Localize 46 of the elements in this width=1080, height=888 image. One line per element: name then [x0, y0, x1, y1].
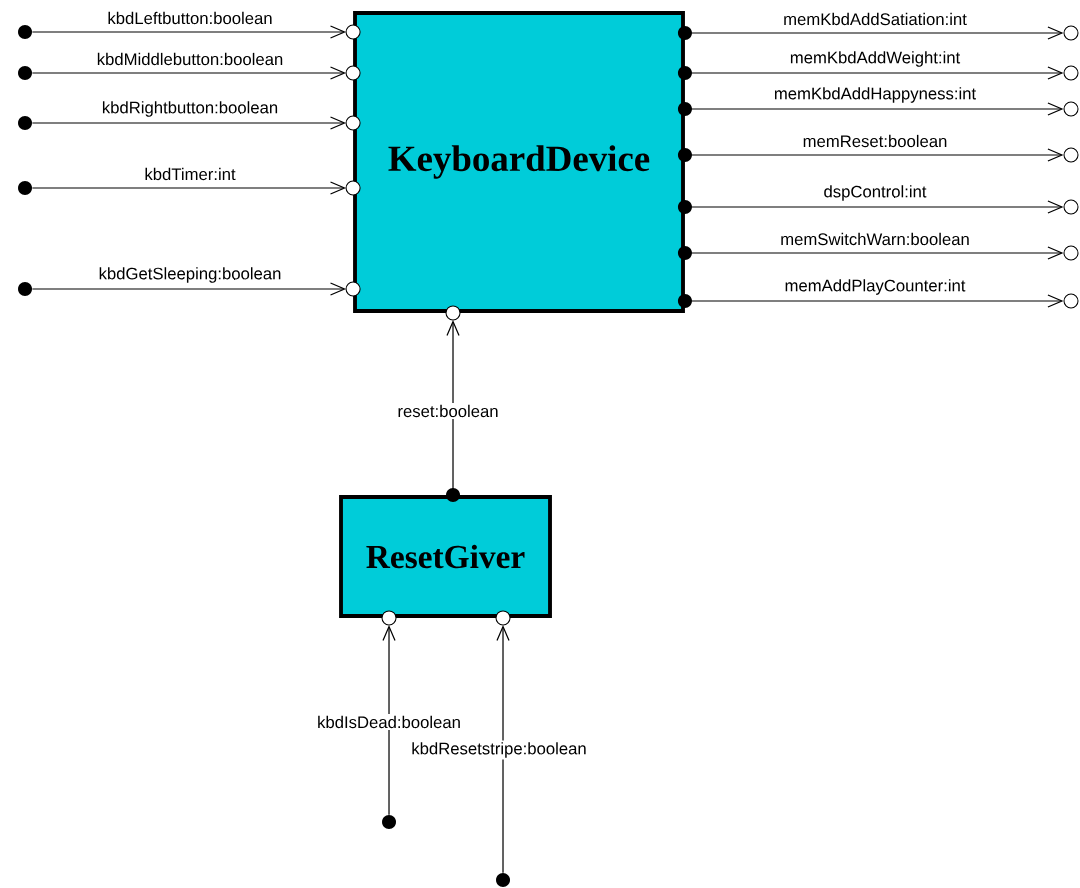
edge-label: kbdLeftbutton:boolean [105, 10, 275, 26]
signal-arrow [31, 65, 361, 81]
edge-label: kbdRightbutton:boolean [100, 99, 280, 119]
edge-label: memKbdAddWeight:int [788, 49, 962, 69]
edge-label: kbdGetSleeping:boolean [96, 265, 284, 285]
block-box: ResetGiver [339, 495, 552, 618]
terminal-circle [1063, 245, 1079, 261]
edge-label: memKbdAddSatiation:int [781, 11, 969, 27]
terminal-circle [1063, 25, 1079, 41]
signal-arrow [677, 148, 1064, 162]
signal-arrow [677, 66, 1064, 80]
edge-label: kbdIsDead:boolean [315, 714, 463, 730]
terminal-dot [18, 282, 32, 296]
signal-arrow [495, 610, 511, 874]
edge-label: memKbdAddHappyness:int [772, 85, 978, 105]
terminal-dot [18, 181, 32, 195]
edge-label: dspControl:int [821, 183, 929, 203]
edge-label: kbdMiddlebutton:boolean [94, 51, 286, 67]
edge-label: kbdTimer:int [142, 166, 238, 182]
signal-arrow [677, 26, 1064, 40]
terminal-dot [18, 25, 32, 39]
terminal-dot [496, 873, 510, 887]
edge-label: reset:boolean [395, 403, 501, 419]
terminal-circle [1063, 293, 1079, 309]
signal-arrow [677, 200, 1064, 214]
terminal-dot [382, 815, 396, 829]
terminal-circle [1063, 199, 1079, 215]
edge-label: memSwitchWarn:boolean [778, 231, 972, 247]
signal-arrow [677, 294, 1064, 308]
terminal-circle [1063, 147, 1079, 163]
signal-arrow [31, 281, 361, 297]
signal-arrow [31, 24, 361, 40]
terminal-circle [1063, 101, 1079, 117]
terminal-circle [1063, 65, 1079, 81]
signal-arrow [31, 180, 361, 196]
edge-label: memReset:boolean [800, 133, 950, 149]
edge-label: kbdResetstripe:boolean [409, 740, 589, 760]
signal-arrow [677, 102, 1064, 116]
signal-arrow [31, 115, 361, 131]
edge-label: memAddPlayCounter:int [782, 277, 968, 297]
terminal-dot [18, 66, 32, 80]
terminal-dot [18, 116, 32, 130]
signal-arrow [677, 246, 1064, 260]
signal-arrow [381, 610, 397, 816]
block-box: KeyboardDevice [353, 11, 685, 313]
signal-arrow [445, 305, 461, 503]
